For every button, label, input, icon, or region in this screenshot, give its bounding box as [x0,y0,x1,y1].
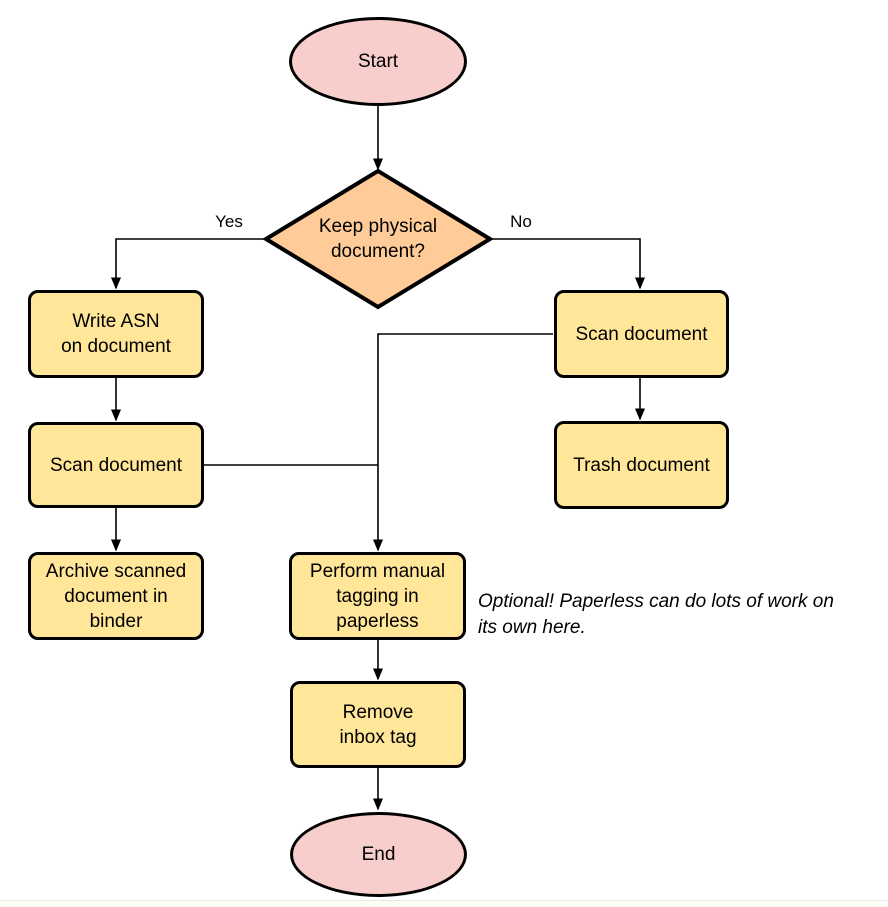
node-scan-left: Scan document [28,422,204,508]
edge-label-no: No [510,212,532,231]
node-end-label: End [361,844,396,865]
edge-scan-right-to-tagging [373,333,553,552]
node-archive: Archive scanned document in binder [28,552,204,640]
node-scan-left-label: Scan document [49,454,183,476]
node-write-asn: Write ASN on document [28,290,204,378]
node-decision-label: Keep physical document? [318,216,438,262]
node-scan-right: Scan document [554,290,729,378]
node-tagging: Perform manual tagging in paperless [289,552,466,640]
node-end: End [290,812,467,897]
node-scan-right-label: Scan document [575,323,708,345]
node-trash: Trash document [554,421,729,509]
node-remove-inbox-label: Remove inbox tag [339,701,417,748]
edge-decision-yes-to-write-asn [111,238,266,290]
edge-label-yes: Yes [215,212,243,231]
node-start: Start [289,17,467,106]
node-trash-label: Trash document [573,454,710,476]
node-archive-label: Archive scanned document in binder [45,560,187,632]
node-remove-inbox: Remove inbox tag [290,681,466,768]
node-tagging-label: Perform manual tagging in paperless [309,560,446,632]
node-start-label: Start [357,51,399,72]
page-bottom-edge [0,900,888,907]
note-text: Optional! Paperless can do lots of work … [478,591,834,638]
decision-diamond-shape [262,168,494,310]
edge-decision-no-to-scan-right [490,238,645,290]
node-write-asn-label: Write ASN on document [61,311,171,357]
